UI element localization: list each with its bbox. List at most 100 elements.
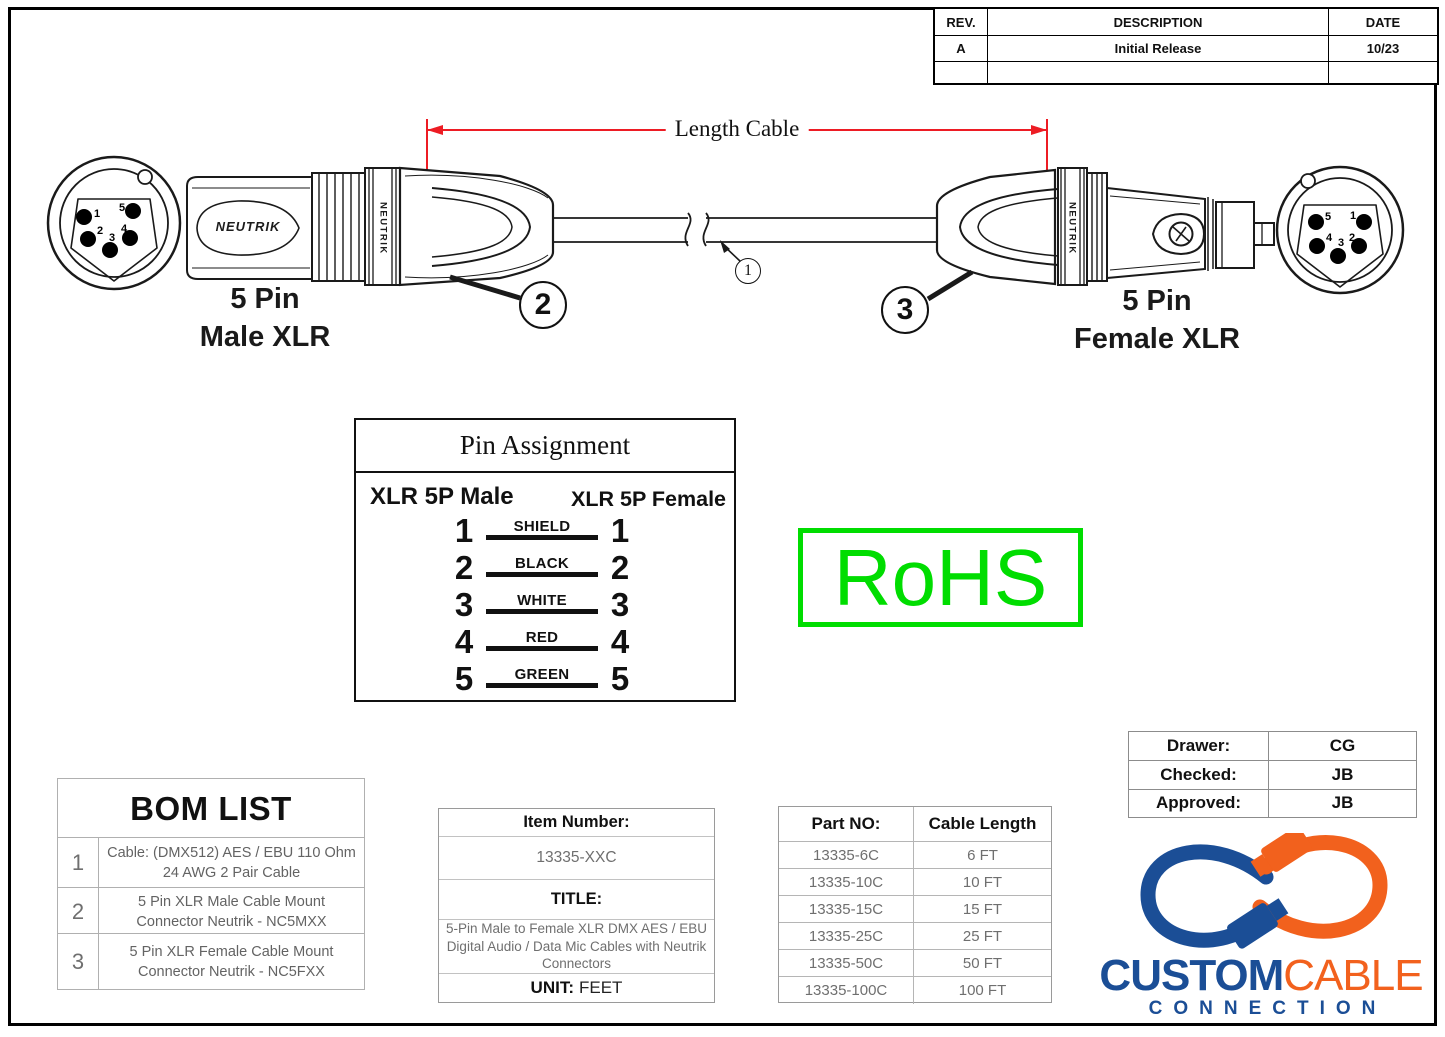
logo-word-custom: CUSTOM — [1099, 951, 1284, 1000]
checked-value: JB — [1268, 761, 1416, 789]
wire-shield: SHIELD — [486, 512, 598, 549]
callout-leader-lines — [449, 240, 974, 302]
pin-row-1: 1 SHIELD 1 — [442, 512, 734, 549]
cable-length-header: Cable Length — [928, 814, 1037, 833]
female-pin-number: 5 — [610, 660, 630, 697]
female-pin-3-label: 3 — [1337, 237, 1345, 249]
female-pin-number: 1 — [610, 512, 630, 549]
title-value: 5-Pin Male to Female XLR DMX AES / EBU D… — [439, 919, 714, 973]
female-pin-4-label: 4 — [1325, 232, 1333, 244]
female-pin-1-label: 1 — [1349, 210, 1357, 222]
length-cable-dimension-label: Length Cable — [665, 116, 809, 142]
wire-green: GREEN — [486, 660, 598, 697]
logo-word-cable: CABLE — [1283, 951, 1423, 1000]
cable-drawing — [553, 212, 937, 247]
male-pin-number: 5 — [454, 660, 474, 697]
wire-black: BLACK — [486, 549, 598, 586]
cable-length: 10 FT — [962, 873, 1003, 891]
drawer-value: CG — [1268, 732, 1416, 761]
description-header: DESCRIPTION — [987, 9, 1328, 35]
item-info-table: Item Number: 13335-XXC TITLE: 5-Pin Male… — [438, 808, 715, 1003]
pin-assignment-headers: XLR 5P Male XLR 5P Female — [356, 473, 734, 512]
approval-row-checked: Checked: JB — [1129, 760, 1416, 789]
cable-length: 50 FT — [962, 954, 1003, 972]
wire-line — [486, 646, 598, 651]
date-empty — [1328, 61, 1437, 83]
cable-length: 100 FT — [958, 982, 1007, 1000]
female-column-header: XLR 5P Female — [571, 487, 726, 511]
wire-line — [486, 535, 598, 540]
callout-balloon-female-connector: 3 — [881, 286, 929, 334]
bom-row-3: 3 5 Pin XLR Female Cable Mount Connector… — [58, 933, 364, 990]
wire-line — [486, 609, 598, 614]
wire-label: RED — [525, 629, 559, 646]
unit-row: UNIT: FEET — [439, 973, 714, 1002]
rev-value: A — [935, 35, 987, 61]
female-connector-label: 5 Pin Female XLR — [1057, 282, 1257, 358]
item-number-label: Item Number: — [523, 813, 630, 831]
approved-value: JB — [1268, 789, 1416, 817]
part-no: 13335-100C — [779, 977, 914, 1004]
male-pin-2-label: 2 — [96, 225, 104, 237]
cable-length: 15 FT — [962, 900, 1003, 918]
pin-row-3: 3 WHITE 3 — [442, 586, 734, 623]
male-pin-4-label: 4 — [120, 223, 128, 235]
cable-length: 6 FT — [967, 846, 998, 864]
rev-empty — [935, 61, 987, 83]
unit-value: FEET — [579, 978, 623, 997]
company-logo-infinity-cable-icon — [1140, 833, 1388, 949]
part-no: 13335-25C — [779, 923, 914, 950]
male-pin-number: 1 — [454, 512, 474, 549]
neutrik-brand-label: NEUTRIK — [215, 219, 281, 234]
female-pin-number: 2 — [610, 549, 630, 586]
male-column-header: XLR 5P Male — [370, 483, 514, 510]
bom-item-number: 1 — [58, 838, 99, 887]
female-xlr-connector-body — [935, 167, 1275, 286]
date-value: 10/23 — [1328, 35, 1437, 61]
blue-plug-icon — [1227, 898, 1289, 949]
part-no: 13335-6C — [779, 842, 914, 869]
title-label: TITLE: — [439, 879, 714, 919]
revision-table: REV. DESCRIPTION DATE A Initial Release … — [933, 7, 1439, 85]
rohs-badge: RoHS — [798, 528, 1083, 627]
female-xlr-face-view — [1275, 165, 1405, 295]
part-no: 13335-15C — [779, 896, 914, 923]
approval-row-approved: Approved: JB — [1129, 788, 1416, 817]
female-connector-label-line2: Female XLR — [1074, 323, 1240, 355]
logo-wordmark: CUSTOMCABLE — [1099, 951, 1423, 1000]
bom-row-1: 1 Cable: (DMX512) AES / EBU 110 Ohm 24 A… — [58, 838, 364, 887]
wire-label: WHITE — [517, 592, 567, 609]
wire-line — [486, 683, 598, 688]
pin-assignment-table: Pin Assignment XLR 5P Male XLR 5P Female… — [354, 418, 736, 702]
cable-assembly-drawing — [46, 119, 1405, 302]
approved-label: Approved: — [1156, 793, 1241, 813]
part-table-header: Part NO: Cable Length — [779, 807, 1051, 841]
pin-row-4: 4 RED 4 — [442, 623, 734, 660]
male-pin-number: 2 — [454, 549, 474, 586]
pin-row-2: 2 BLACK 2 — [442, 549, 734, 586]
pin-assignment-title: Pin Assignment — [356, 420, 734, 473]
wire-label: GREEN — [514, 666, 570, 683]
male-xlr-connector-body — [186, 166, 555, 287]
date-header: DATE — [1328, 9, 1437, 35]
male-pin-number: 3 — [454, 586, 474, 623]
description-empty — [987, 61, 1328, 83]
cable-length: 25 FT — [962, 927, 1003, 945]
male-xlr-face-view — [46, 155, 182, 291]
unit-label: UNIT: — [530, 978, 574, 997]
part-row-6: 13335-100C 100 FT — [779, 976, 1051, 1004]
callout-balloon-cable: 1 — [735, 258, 761, 284]
wire-red: RED — [486, 623, 598, 660]
bom-item-description: 5 Pin XLR Female Cable Mount Connector N… — [129, 944, 334, 980]
male-pin-3-label: 3 — [108, 232, 116, 244]
drawer-label: Drawer: — [1166, 736, 1231, 756]
female-pin-2-label: 2 — [1348, 232, 1356, 244]
bom-item-description: Cable: (DMX512) AES / EBU 110 Ohm 24 AWG… — [107, 844, 356, 881]
neutrik-band-label-female: NEUTRIK — [1066, 201, 1078, 255]
approval-row-drawer: Drawer: CG — [1129, 732, 1416, 761]
part-no: 13335-50C — [779, 950, 914, 977]
male-connector-label-line1: 5 Pin — [230, 283, 300, 315]
male-connector-label: 5 Pin Male XLR — [165, 280, 365, 356]
orange-plug-icon — [1250, 833, 1312, 877]
wire-white: WHITE — [486, 586, 598, 623]
